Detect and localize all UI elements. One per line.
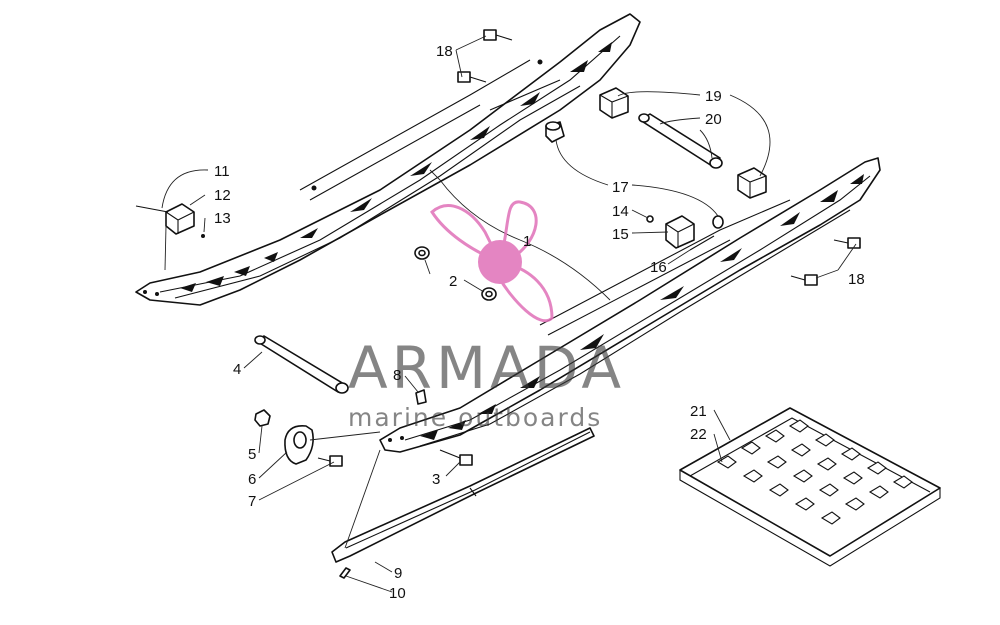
- block-19: [599, 87, 767, 199]
- nut-5: [254, 409, 271, 427]
- callout-5: 5: [248, 446, 256, 463]
- callout-18-top: 18: [436, 43, 453, 60]
- callout-13: 13: [214, 210, 231, 227]
- watermark-brand: ARMADA: [348, 334, 625, 402]
- propeller-icon: [430, 200, 554, 323]
- spacer-17: [545, 121, 724, 229]
- callout-15: 15: [612, 226, 629, 243]
- callout-7: 7: [248, 493, 256, 510]
- watermark-tagline: marine outboards: [348, 403, 602, 432]
- callout-18-right: 18: [848, 271, 865, 288]
- wheel-6: [284, 424, 314, 465]
- bolt-18-right: [790, 237, 861, 286]
- bolt-7: [317, 455, 343, 467]
- callouts: 1 2 3 4 5 6 7 8 9 10 11 12 13 14 15 16 1…: [214, 43, 865, 602]
- callout-19: 19: [705, 88, 722, 105]
- callout-16: 16: [650, 259, 667, 276]
- part-8: [415, 389, 427, 405]
- callout-9: 9: [394, 565, 402, 582]
- watermark: ARMADA marine outboards: [348, 200, 625, 432]
- callout-4: 4: [233, 361, 241, 378]
- callout-12: 12: [214, 187, 231, 204]
- washer-2: [414, 246, 497, 301]
- block-15: [646, 215, 715, 251]
- screw-10: [339, 567, 351, 579]
- callout-11: 11: [214, 163, 230, 180]
- axle-4: [254, 335, 349, 394]
- callout-6: 6: [248, 471, 256, 488]
- callout-1: 1: [523, 233, 531, 250]
- callout-17: 17: [612, 179, 629, 196]
- callout-21: 21: [690, 403, 707, 420]
- callout-8: 8: [393, 367, 401, 384]
- block-12: [135, 203, 205, 238]
- callout-10: 10: [389, 585, 406, 602]
- callout-14: 14: [612, 203, 629, 220]
- callout-20: 20: [705, 111, 722, 128]
- leader-lines: [161, 35, 857, 593]
- left-rail: [135, 13, 641, 306]
- rear-cross-frame: [299, 59, 791, 336]
- axle-20: [638, 113, 723, 169]
- bolt-18-top: [457, 29, 513, 83]
- slide-9: [331, 427, 595, 563]
- right-rail: [379, 157, 881, 453]
- callout-22: 22: [690, 426, 707, 443]
- bolt-3: [439, 449, 473, 466]
- callout-2: 2: [449, 273, 457, 290]
- track-21: [679, 407, 941, 567]
- callout-3: 3: [432, 471, 440, 488]
